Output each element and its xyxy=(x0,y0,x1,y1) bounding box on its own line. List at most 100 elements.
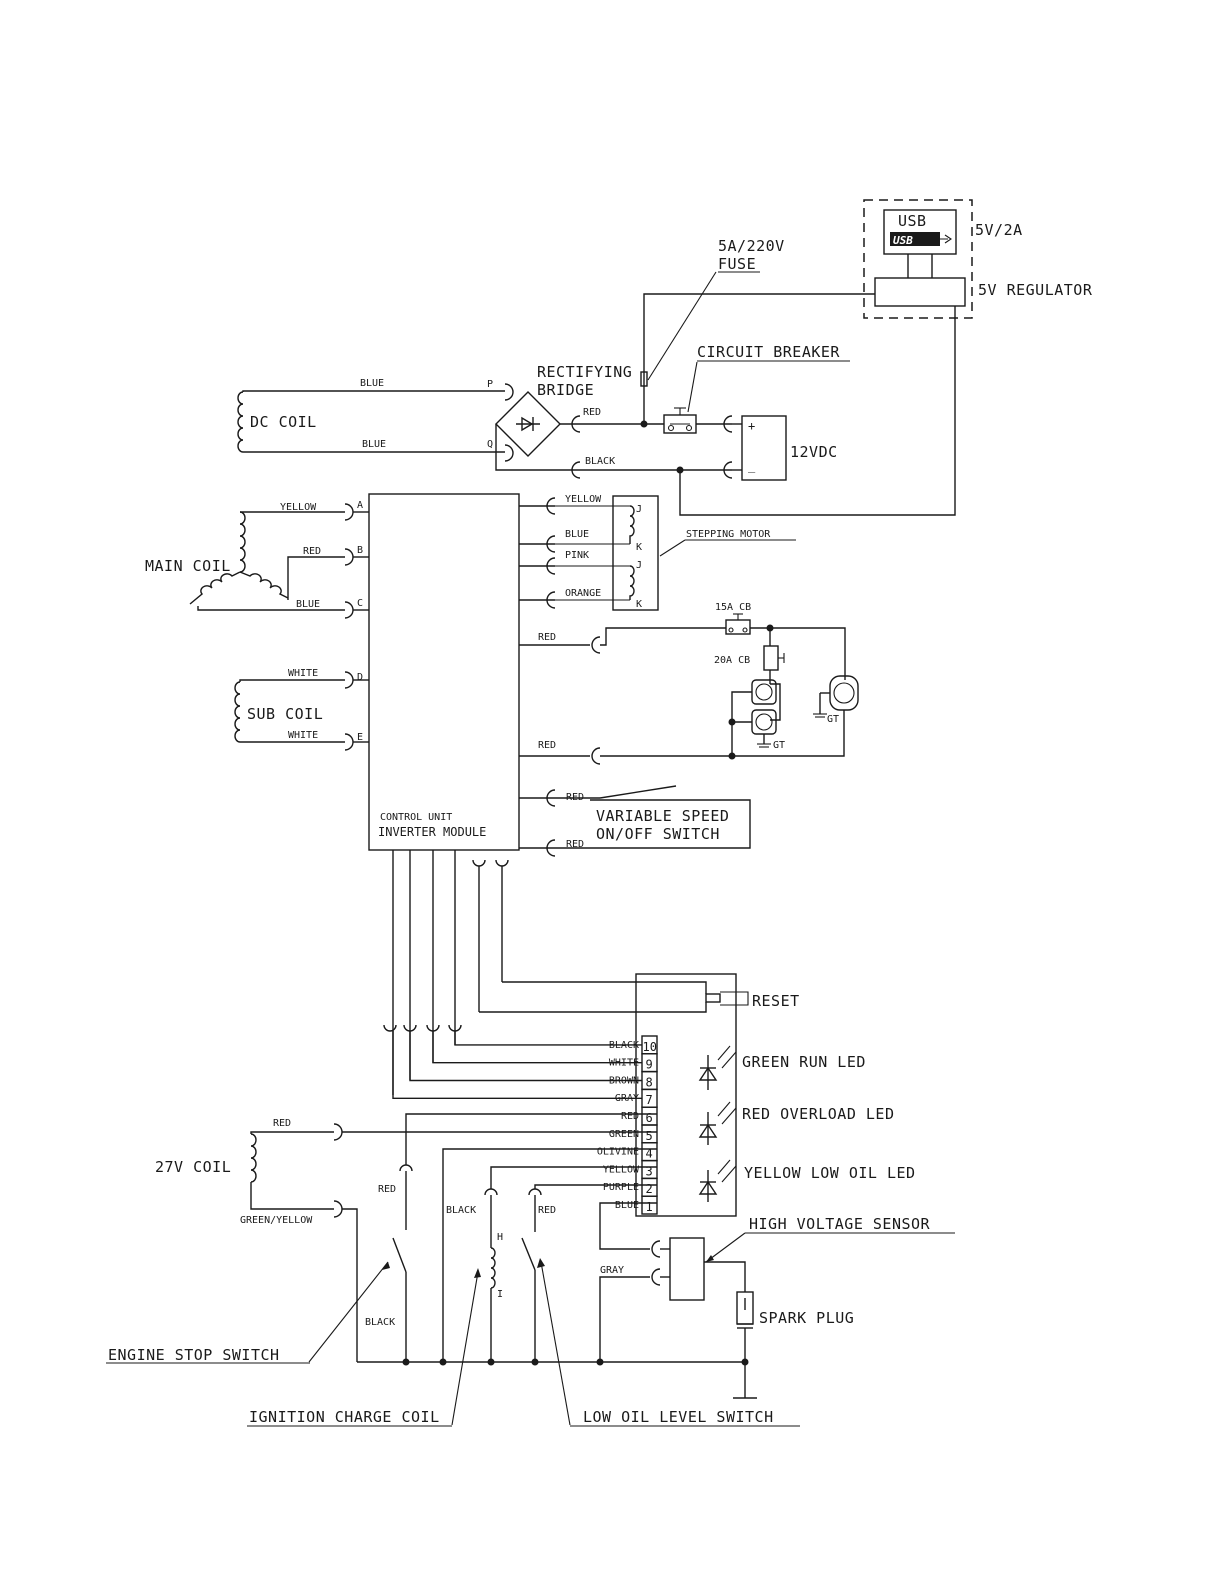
fuse-label: FUSE xyxy=(718,255,756,273)
onoff-switch-label: ON/OFF SWITCH xyxy=(596,825,720,843)
terminal-wire-label: BLUE xyxy=(615,1200,639,1211)
usb-port xyxy=(883,209,957,255)
pin-label: H xyxy=(497,1232,503,1243)
hv-sensor-label: HIGH VOLTAGE SENSOR xyxy=(749,1215,931,1233)
sub-coil: SUB COIL WHITE WHITE D E xyxy=(234,668,369,751)
yellow-low-oil-led: YELLOW LOW OIL LED xyxy=(698,1159,916,1202)
pin-label: K xyxy=(636,542,642,553)
wire-label: YELLOW xyxy=(280,502,317,513)
dc-coil: DC COIL BLUE BLUE P Q xyxy=(237,378,514,462)
ac-output: RED 15A CB 20A CB GT xyxy=(519,602,859,765)
pin-label: C xyxy=(357,598,363,609)
red-led-label: RED OVERLOAD LED xyxy=(742,1105,895,1123)
engine-stop-label: ENGINE STOP SWITCH xyxy=(108,1346,280,1364)
wire-label: RED xyxy=(538,740,556,751)
terminal-wire-label: OLIVINE xyxy=(597,1147,639,1158)
low-oil-level-switch: RED LOW OIL LEVEL SWITCH xyxy=(521,1184,800,1427)
terminal-number: 5 xyxy=(646,1129,653,1143)
terminal-number: 8 xyxy=(646,1075,653,1089)
terminal-wire-label: YELLOW xyxy=(603,1164,640,1175)
wire-label: RED xyxy=(538,1205,556,1216)
ground-label: GT xyxy=(827,714,839,725)
coil-27v: 27V COIL RED GREEN/YELLOW xyxy=(155,1118,657,1362)
wire-label: RED xyxy=(566,792,584,803)
wire-label: WHITE xyxy=(288,668,318,679)
battery-plus: + xyxy=(748,419,755,433)
battery-12vdc: + _ 12VDC xyxy=(732,415,837,481)
fuse-symbol xyxy=(640,371,648,387)
spark-plug: SPARK PLUG xyxy=(736,1291,854,1362)
terminal-block: 10BLACK9WHITE8BROWN7GRAY6RED5GREEN4OLIVI… xyxy=(392,1031,658,1215)
regulator-label: 5V REGULATOR xyxy=(978,281,1093,299)
wire-label: BLACK xyxy=(585,456,615,467)
wire-label: YELLOW xyxy=(565,494,602,505)
cb15-label: 15A CB xyxy=(715,602,751,613)
terminal-number: 4 xyxy=(646,1147,653,1161)
pin-label: I xyxy=(497,1289,503,1300)
terminal-number: 9 xyxy=(646,1058,653,1072)
wire-label: BLUE xyxy=(565,529,589,540)
terminal-wire xyxy=(432,1031,642,1064)
wire-label: WHITE xyxy=(288,730,318,741)
battery-minus: _ xyxy=(748,459,756,473)
pin-label: P xyxy=(487,379,493,390)
pin-label: J xyxy=(636,504,642,515)
sub-coil-label: SUB COIL xyxy=(247,705,323,723)
terminal-number: 2 xyxy=(646,1182,653,1196)
wire-label: GREEN/YELLOW xyxy=(240,1215,313,1226)
reset-label: RESET xyxy=(752,992,800,1010)
terminal-wire-label: PURPLE xyxy=(603,1182,639,1193)
pin-label: J xyxy=(636,560,642,571)
terminal-wire-label: GREEN xyxy=(609,1129,639,1140)
variable-speed-label: VARIABLE SPEED xyxy=(596,807,729,825)
main-coil: MAIN COIL YELLOW RED BLUE A B C xyxy=(145,500,369,619)
fuse-rating: 5A/220V xyxy=(718,237,785,255)
wire-label: BLUE xyxy=(360,378,384,389)
engine-stop-switch: RED BLACK ENGINE STOP SWITCH xyxy=(106,1113,657,1364)
usb-logo: USB xyxy=(893,234,913,247)
main-coil-label: MAIN COIL xyxy=(145,557,231,575)
wire-label: RED xyxy=(303,546,321,557)
dc-coil-label: DC COIL xyxy=(250,413,317,431)
wire-label: RED xyxy=(273,1118,291,1129)
terminal-wire-label: RED xyxy=(621,1111,639,1122)
variable-speed-switch: RED RED VARIABLE SPEED ON/OFF SWITCH xyxy=(519,785,751,857)
wire-label: RED xyxy=(566,839,584,850)
wire-label: RED xyxy=(378,1184,396,1195)
bridge-label: BRIDGE xyxy=(537,381,594,399)
pin-label: A xyxy=(357,500,363,511)
green-led-label: GREEN RUN LED xyxy=(742,1053,866,1071)
high-voltage-sensor: GRAY HIGH VOLTAGE SENSOR xyxy=(599,1202,955,1362)
stepping-motor: YELLOW BLUE PINK ORANGE J K J K STEPPING… xyxy=(519,494,796,611)
pin-label: K xyxy=(636,599,642,610)
spark-plug-label: SPARK PLUG xyxy=(759,1309,854,1327)
red-overload-led: RED OVERLOAD LED xyxy=(698,1101,895,1145)
pin-label: E xyxy=(357,732,363,743)
pin-label: D xyxy=(357,672,363,683)
wire-label: PINK xyxy=(565,550,589,561)
wire-label: RED xyxy=(583,407,601,418)
circuit-breaker: CIRCUIT BREAKER xyxy=(663,343,850,479)
yellow-led-label: YELLOW LOW OIL LED xyxy=(744,1164,916,1182)
rectifying-bridge: RECTIFYING BRIDGE RED BLACK xyxy=(495,363,732,479)
wire-label: BLACK xyxy=(365,1317,395,1328)
usb-label: USB xyxy=(898,212,927,230)
ignition-coil-label: IGNITION CHARGE COIL xyxy=(249,1408,440,1426)
terminal-number: 1 xyxy=(646,1200,653,1214)
usb-rating: 5V/2A xyxy=(975,221,1023,239)
usb-module: USB USB 5V/2A 5V REGULATOR xyxy=(863,199,1093,319)
led-module xyxy=(635,973,737,1217)
control-unit-label: CONTROL UNIT xyxy=(380,812,452,823)
wire-label: GRAY xyxy=(600,1265,624,1276)
bridge-label: RECTIFYING xyxy=(537,363,632,381)
cb-20a xyxy=(763,645,779,671)
low-oil-label: LOW OIL LEVEL SWITCH xyxy=(583,1408,774,1426)
control-harness: RESET xyxy=(383,850,800,1095)
5v-regulator xyxy=(874,277,966,307)
wire-label: BLUE xyxy=(296,599,320,610)
circuit-breaker-label: CIRCUIT BREAKER xyxy=(697,343,840,361)
terminal-wire xyxy=(392,1031,642,1100)
wire-label: RED xyxy=(538,632,556,643)
terminal-number: 10 xyxy=(643,1040,657,1054)
